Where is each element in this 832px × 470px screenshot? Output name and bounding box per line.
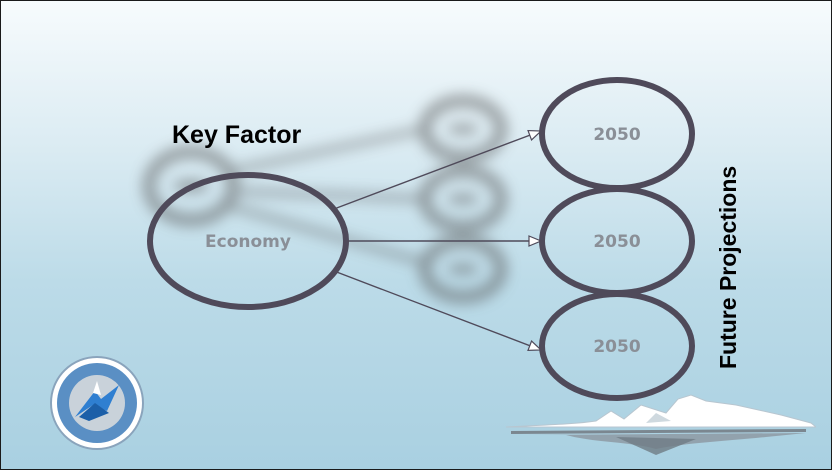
arrow-to-top [333, 131, 541, 210]
node-outcome-3-label: 2050 [593, 337, 640, 357]
node-outcome-3: 2050 [539, 291, 695, 401]
node-outcome-1: 2050 [539, 77, 695, 191]
arrow-to-bottom [333, 270, 541, 350]
node-outcome-2-label: 2050 [593, 232, 640, 252]
node-economy-label: Economy [205, 232, 291, 252]
future-projections-heading: Future Projections [715, 165, 741, 369]
key-factor-heading: Key Factor [172, 121, 302, 149]
node-outcome-2: 2050 [539, 186, 695, 296]
search-logo-icon [50, 356, 144, 450]
node-economy: Economy [147, 172, 349, 310]
iceberg-illustration [506, 394, 816, 455]
node-outcome-1-label: 2050 [593, 125, 640, 145]
